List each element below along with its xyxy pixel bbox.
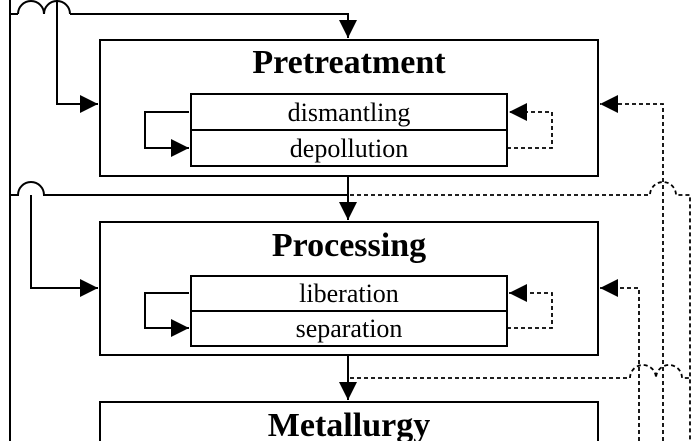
step-label-depollution: depollution bbox=[290, 134, 408, 163]
stage-box-metallurgy bbox=[99, 401, 599, 441]
loop-processing bbox=[144, 292, 189, 337]
hop-top-1 bbox=[17, 0, 45, 15]
flow-arrow-into-pretreatment bbox=[9, 0, 348, 38]
dashed-loop-pretreatment bbox=[507, 103, 553, 149]
step-label-liberation: liberation bbox=[299, 279, 399, 308]
loop-pretreatment bbox=[144, 111, 189, 157]
stage-title-processing: Processing bbox=[272, 227, 426, 264]
dashed-line-level3 bbox=[350, 364, 690, 379]
stage-title-pretreatment: Pretreatment bbox=[252, 44, 446, 81]
left-feedback-processing bbox=[30, 195, 98, 297]
dashed-return-processing bbox=[600, 279, 640, 441]
left-feedback-pretreatment bbox=[56, 0, 98, 113]
dashed-line-level2 bbox=[350, 181, 691, 441]
dashed-return-pretreatment bbox=[600, 95, 664, 441]
stage-title-metallurgy: Metallurgy bbox=[268, 407, 430, 441]
step-label-dismantling: dismantling bbox=[288, 98, 411, 127]
dashed-loop-processing bbox=[507, 284, 553, 329]
line-to-processing bbox=[10, 181, 348, 196]
step-label-separation: separation bbox=[296, 314, 403, 343]
